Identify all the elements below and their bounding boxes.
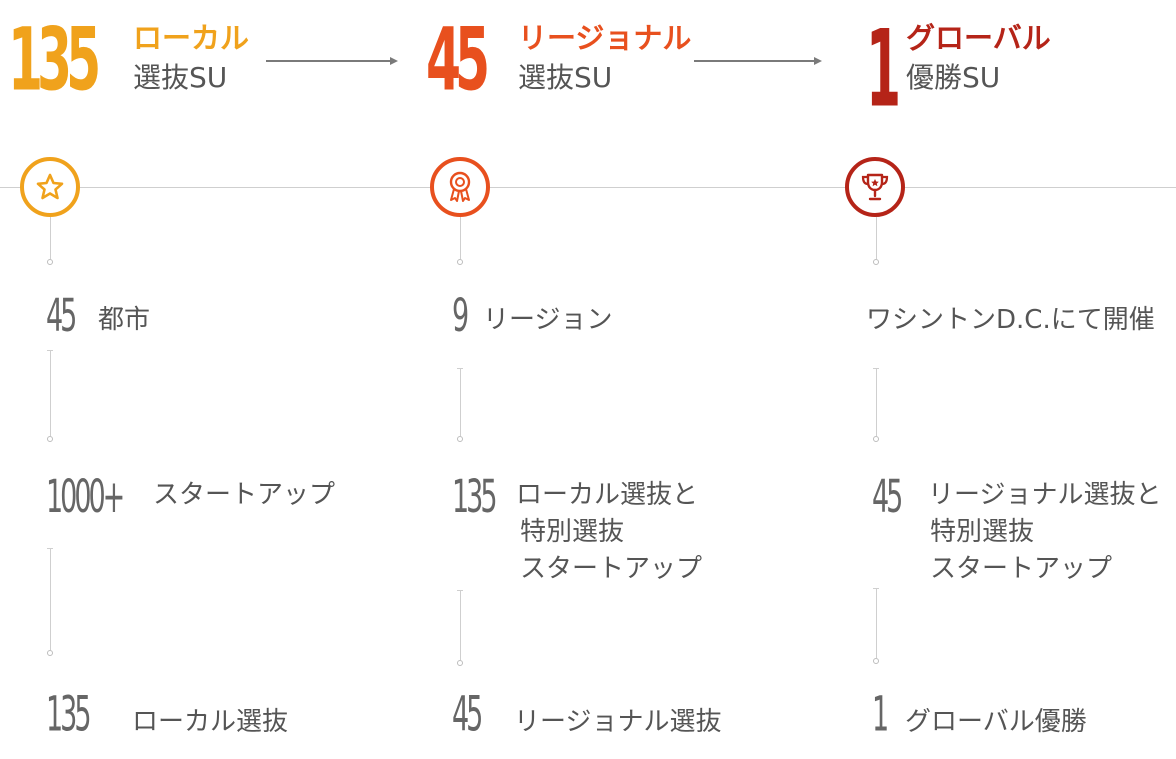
stat-label: グローバル優勝 (905, 707, 1087, 737)
stat-label: 特別選抜 (520, 517, 625, 547)
connector-node (457, 660, 463, 666)
stat-number: 135 (452, 471, 497, 524)
stat-label: ローカル選抜と (516, 480, 699, 510)
timeline-line (0, 187, 1176, 188)
arrow-local-to-regional (266, 60, 392, 62)
ribbon-award-icon (449, 171, 471, 202)
stat-number: 45 (46, 290, 77, 343)
stat-number: 1 (872, 687, 889, 744)
stat-number: 135 (46, 687, 91, 744)
connector-node (457, 259, 463, 265)
stat-number: 45 (452, 687, 483, 744)
connector-line (876, 217, 877, 259)
connector-line (50, 548, 51, 650)
regional-stage-subtitle: 選抜SU (518, 61, 613, 94)
global-count: 1 (866, 8, 901, 132)
connector-node (873, 259, 879, 265)
stat-label: リージョナル選抜と (928, 480, 1162, 510)
connector-line (50, 217, 51, 259)
stat-label: スタートアップ (153, 480, 336, 510)
stat-number: 45 (872, 471, 903, 524)
connector-line (460, 368, 461, 436)
stat-label: リージョナル選抜 (514, 707, 722, 737)
connector-node (873, 436, 879, 442)
connector-node (47, 650, 53, 656)
local-stage-title: ローカル (133, 21, 250, 55)
connector-line (50, 350, 51, 436)
global-stage-subtitle: 優勝SU (906, 61, 1001, 94)
connector-line (460, 217, 461, 259)
stat-number: 1000+ (46, 471, 125, 524)
regional-stage-title: リージョナル (518, 21, 692, 55)
local-stage-subtitle: 選抜SU (133, 61, 228, 94)
global-badge (845, 157, 905, 217)
stat-label: 都市 (98, 305, 151, 335)
stat-label: 特別選抜 (930, 517, 1035, 547)
stat-number: 9 (452, 290, 469, 343)
stat-label: ワシントンD.C.にて開催 (866, 305, 1155, 335)
connector-node (457, 436, 463, 442)
regional-count: 45 (426, 10, 490, 111)
stat-label: スタートアップ (930, 554, 1113, 584)
connector-line (876, 588, 877, 658)
stat-label: リージョン (483, 305, 613, 335)
global-stage-title: グローバル (906, 21, 1051, 55)
connector-node (873, 658, 879, 664)
star-icon (36, 173, 64, 200)
stat-label: スタートアップ (520, 554, 703, 584)
connector-node (47, 259, 53, 265)
connector-node (47, 436, 53, 442)
arrow-head-icon (390, 57, 398, 65)
connector-line (460, 590, 461, 660)
local-count: 135 (8, 10, 101, 111)
stat-label: ローカル選抜 (132, 707, 289, 737)
connector-line (876, 368, 877, 436)
local-badge (20, 157, 80, 217)
regional-badge (430, 157, 490, 217)
arrow-regional-to-global (694, 60, 816, 62)
trophy-icon (861, 173, 889, 201)
arrow-head-icon (814, 57, 822, 65)
